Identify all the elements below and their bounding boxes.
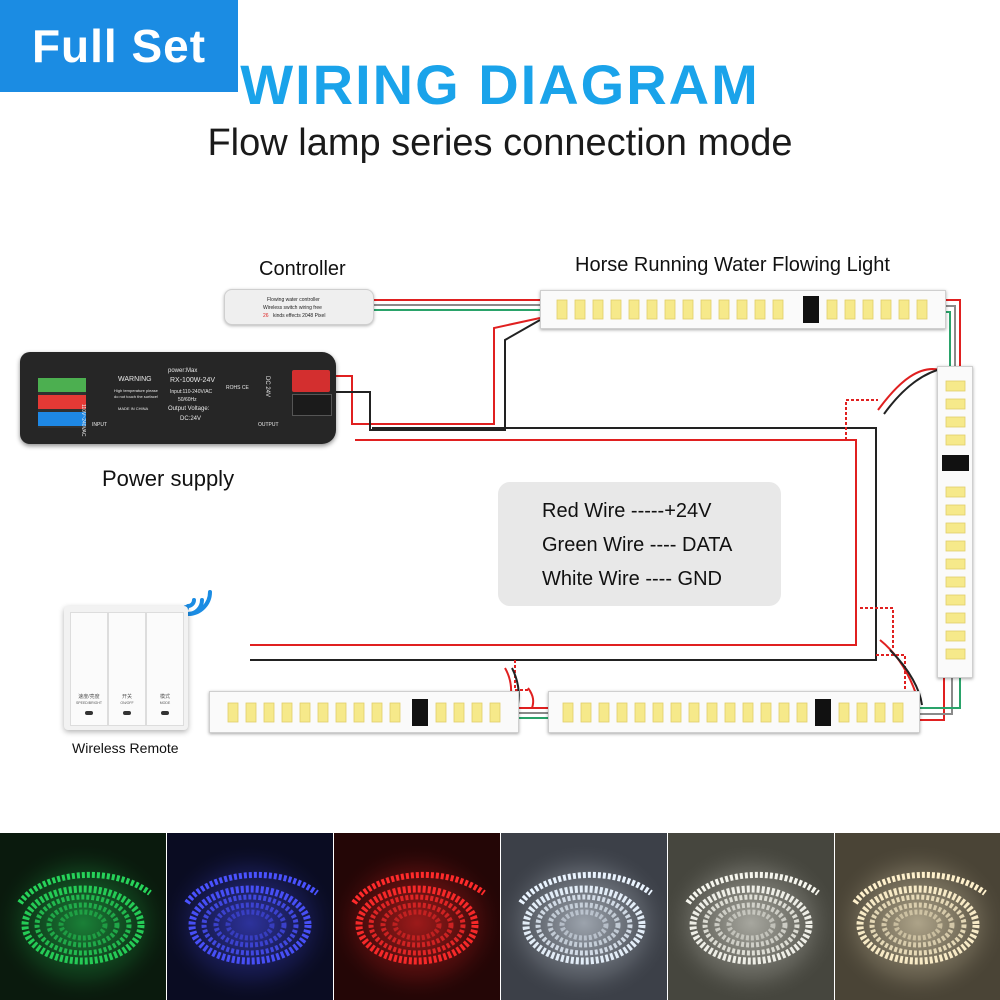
lit-strip-reel-cool-white xyxy=(501,843,667,1000)
psu-input-tag: INPUT xyxy=(92,422,107,428)
bottom-right-feed-red-wire xyxy=(527,687,535,709)
legend-green-wire: Green Wire ---- DATA xyxy=(542,534,733,556)
page-title: WIRING DIAGRAM xyxy=(240,53,760,116)
psu-to-controller-black-wire xyxy=(330,319,541,431)
wireless-remote-device: 速度/亮度 SPEED/BRIGHT 开关 ON/OFF 模式 MODE xyxy=(64,606,188,730)
psu-warning: WARNING xyxy=(118,376,152,383)
psu-to-controller-red-wire xyxy=(330,317,541,425)
psu-side-left: 110V~240VAC xyxy=(80,404,86,437)
lit-strip-reel-blue xyxy=(167,843,333,1000)
remote-button-onoff-label-en: ON/OFF xyxy=(120,701,134,705)
controller-text-3: kinds effects 2048 Pixel xyxy=(273,313,326,319)
lit-strip-reel-natural-white xyxy=(668,843,834,1000)
red-dashed-link-2 xyxy=(860,607,894,650)
bottom-left-led-strip xyxy=(209,691,519,733)
controller-text-2: Wireless switch wiring free xyxy=(263,305,322,311)
wire-legend: Red Wire -----+24V Green Wire ---- DATA … xyxy=(498,482,781,606)
bottom-left-strip-ic-chip xyxy=(412,699,428,726)
remote-button-mode: 模式 MODE xyxy=(146,612,184,726)
psu-output-value: DC:24V xyxy=(180,416,202,422)
lit-strip-photo-cool-white xyxy=(501,833,667,1000)
psu-output-terminal-black xyxy=(292,394,332,416)
red-dashed-link-1 xyxy=(845,399,878,440)
right-to-bottom-white-wire xyxy=(918,675,953,715)
controller-text-3-num: 26 xyxy=(263,313,269,319)
controller-label: Controller xyxy=(259,258,346,280)
remote-button-mode-label-en: MODE xyxy=(159,701,171,705)
remote-button-speed-label-en: SPEED/BRIGHT xyxy=(75,701,103,705)
psu-output-terminal-red xyxy=(292,370,330,392)
right-strip-leds xyxy=(942,380,969,660)
wiring-diagram xyxy=(250,299,961,721)
psu-made: MADE IN CHINA xyxy=(118,406,149,411)
bottom-right-strip-ic-chip xyxy=(815,699,831,726)
psu-output-label: Output Voltage: xyxy=(168,406,210,412)
psu-warn-1: High temperature please xyxy=(114,388,158,393)
lit-strip-photo-green xyxy=(0,833,166,1000)
right-strip-ic-chip xyxy=(942,455,969,471)
top-to-right-green-wire xyxy=(944,311,951,368)
bottom-right-led-strip xyxy=(548,691,920,733)
controller-text-1: Flowing water controller xyxy=(267,297,320,303)
psu-brand: power:Max xyxy=(168,368,198,374)
remote-button-onoff-label: 开关 xyxy=(121,694,132,700)
lit-strip-reel-green xyxy=(0,843,166,1000)
lit-strip-photo-blue xyxy=(167,833,333,1000)
right-to-bottom-red-wire xyxy=(918,675,945,721)
power-supply-device: WARNING High temperature please do not t… xyxy=(20,352,336,444)
bottom-left-strip-leds xyxy=(227,699,501,726)
controller-device: Flowing water controller Wireless switch… xyxy=(224,289,374,325)
top-strip-leds xyxy=(556,296,928,323)
bottom-right-strip-leds xyxy=(562,699,904,726)
right-to-bottom-green-wire xyxy=(918,675,961,709)
psu-rohs: ROHS CE xyxy=(226,385,249,391)
remote-button-speed-label: 速度/亮度 xyxy=(78,694,100,700)
top-to-right-white-wire xyxy=(944,305,956,368)
top-strip-ic-chip xyxy=(803,296,819,323)
full-set-badge: Full Set xyxy=(0,0,238,92)
lit-strip-photo-natural-white xyxy=(668,833,834,1000)
psu-side-right: DC 24V xyxy=(264,376,270,398)
lit-strip-reel-red xyxy=(334,843,500,1000)
top-to-right-red-wire xyxy=(944,299,961,368)
psu-freq: 50/60Hz xyxy=(178,397,197,403)
psu-terminal-block xyxy=(38,378,86,428)
lit-strip-reel-warm-white xyxy=(835,843,1000,1000)
top-led-strip xyxy=(540,290,946,329)
page-subtitle: Flow lamp series connection mode xyxy=(207,122,793,164)
psu-warn-2: do not touch the surface! xyxy=(114,394,159,399)
red-dashed-link-3 xyxy=(514,660,528,691)
remote-button-onoff: 开关 ON/OFF xyxy=(108,612,146,726)
main-red-rail xyxy=(250,439,857,646)
strip-label: Horse Running Water Flowing Light xyxy=(575,254,890,276)
main-black-rail xyxy=(250,427,877,661)
right-feed-red-wire xyxy=(877,368,941,411)
lit-strip-photo-red xyxy=(334,833,500,1000)
remote-button-mode-label: 模式 xyxy=(159,694,170,700)
psu-output-tag: OUTPUT xyxy=(258,422,279,428)
lit-strip-photo-warm-white xyxy=(835,833,1000,1000)
power-supply-label: Power supply xyxy=(102,466,235,491)
psu-input: Input:110-240V/AC xyxy=(170,389,213,395)
remote-button-speed: 速度/亮度 SPEED/BRIGHT xyxy=(70,612,108,726)
bottom-feed-black-wire xyxy=(889,649,923,706)
right-led-strip xyxy=(937,366,973,678)
wireless-remote-label: Wireless Remote xyxy=(72,740,179,756)
legend-red-wire: Red Wire -----+24V xyxy=(542,500,712,522)
legend-white-wire: White Wire ---- GND xyxy=(542,568,722,590)
psu-model: RX-100W-24V xyxy=(170,377,216,384)
